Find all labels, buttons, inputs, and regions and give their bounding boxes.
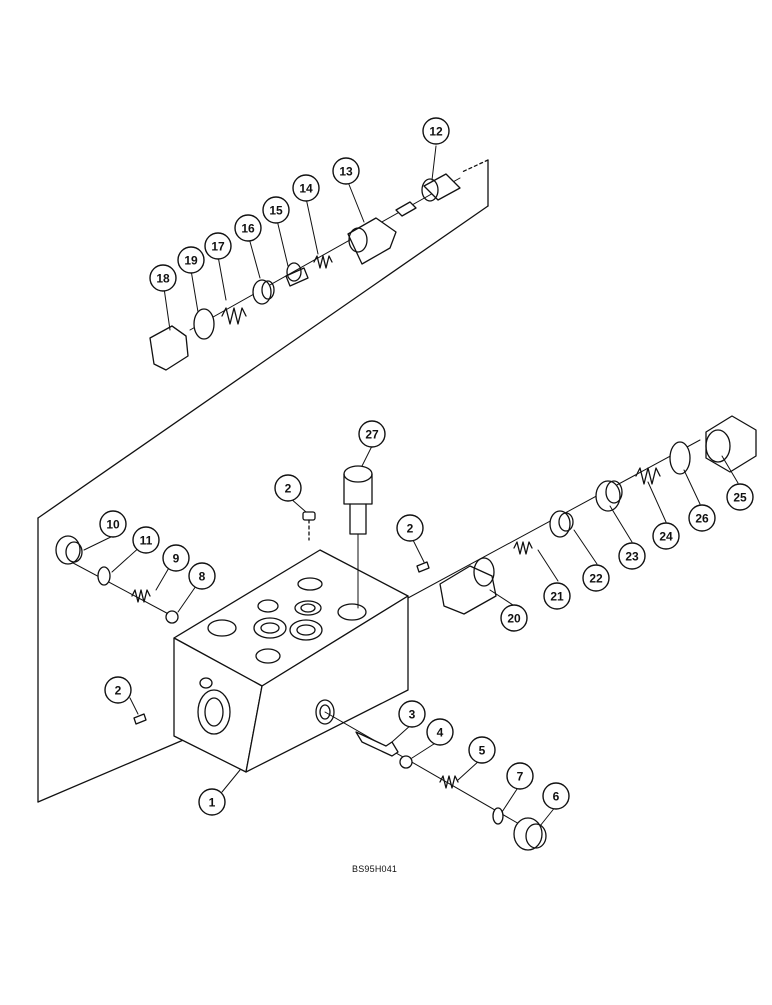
callout-circle — [422, 117, 450, 145]
callout-15: 15 — [262, 196, 290, 224]
callout-label: 20 — [507, 612, 521, 626]
callout-circle — [618, 542, 646, 570]
callout-label: 16 — [241, 222, 255, 236]
callout-5: 5 — [468, 736, 496, 764]
callout-circle — [132, 526, 160, 554]
valve-block — [173, 549, 409, 773]
callout-leaders — [83, 145, 739, 827]
callout-circle — [500, 604, 528, 632]
callout-circle — [332, 157, 360, 185]
callout-10: 10 — [99, 510, 127, 538]
callout-circle — [506, 762, 534, 790]
callout-20: 20 — [500, 604, 528, 632]
callout-11: 11 — [132, 526, 160, 554]
callout-circle — [688, 504, 716, 532]
callout-label: 25 — [733, 491, 747, 505]
callout-label: 23 — [625, 550, 639, 564]
callout-circle — [726, 483, 754, 511]
callout-label: 22 — [589, 572, 603, 586]
callout-circle — [396, 514, 424, 542]
callout-label: 1 — [209, 796, 216, 810]
callout-22: 22 — [582, 564, 610, 592]
callout-circle — [204, 232, 232, 260]
callout-17: 17 — [204, 232, 232, 260]
callout-circle — [198, 788, 226, 816]
left-assembly — [55, 535, 179, 624]
callout-label: 8 — [199, 570, 206, 584]
callout-label: 19 — [184, 254, 198, 268]
callout-circle — [358, 420, 386, 448]
callout-12: 12 — [422, 117, 450, 145]
callout-label: 4 — [437, 726, 444, 740]
callout-circle — [543, 582, 571, 610]
callout-14: 14 — [292, 174, 320, 202]
callout-circle — [104, 676, 132, 704]
callout-24: 24 — [652, 522, 680, 550]
right-assembly — [407, 415, 757, 615]
callout-circle — [652, 522, 680, 550]
callout-label: 9 — [173, 552, 180, 566]
callout-3: 3 — [398, 700, 426, 728]
callout-circle — [177, 246, 205, 274]
callout-9: 9 — [162, 544, 190, 572]
callout-label: 18 — [156, 272, 170, 286]
screws — [133, 465, 430, 725]
callout-label: 26 — [695, 512, 709, 526]
callout-circle — [149, 264, 177, 292]
panel-outline — [37, 159, 489, 803]
callout-circle — [262, 196, 290, 224]
callout-bubbles: 1222345678910111213141516171819202122232… — [99, 117, 754, 816]
callout-25: 25 — [726, 483, 754, 511]
callout-7: 7 — [506, 762, 534, 790]
callout-23: 23 — [618, 542, 646, 570]
callout-4: 4 — [426, 718, 454, 746]
callout-2c: 2 — [104, 676, 132, 704]
front-assembly — [324, 711, 547, 851]
callout-circle — [234, 214, 262, 242]
callout-label: 11 — [140, 534, 153, 548]
callout-circle — [292, 174, 320, 202]
callout-2b: 2 — [396, 514, 424, 542]
callout-2a: 2 — [274, 474, 302, 502]
callout-label: 14 — [299, 182, 313, 196]
callout-circle — [582, 564, 610, 592]
callout-label: 5 — [479, 744, 486, 758]
callout-circle — [468, 736, 496, 764]
callout-circle — [274, 474, 302, 502]
callout-circle — [99, 510, 127, 538]
callout-label: 6 — [553, 790, 560, 804]
callout-label: 10 — [106, 518, 120, 532]
callout-19: 19 — [177, 246, 205, 274]
upper-assembly — [149, 173, 461, 371]
callout-label: 27 — [365, 428, 379, 442]
callout-label: 13 — [339, 165, 353, 179]
callout-circle — [162, 544, 190, 572]
callout-16: 16 — [234, 214, 262, 242]
callout-label: 3 — [409, 708, 416, 722]
callout-8: 8 — [188, 562, 216, 590]
callout-circle — [398, 700, 426, 728]
callout-label: 21 — [550, 590, 564, 604]
callout-21: 21 — [543, 582, 571, 610]
drawing-code: BS95H041 — [352, 864, 398, 874]
callout-label: 17 — [211, 240, 225, 254]
callout-label: 24 — [659, 530, 673, 544]
callout-label: 12 — [429, 125, 443, 139]
callout-label: 7 — [517, 770, 524, 784]
callout-circle — [188, 562, 216, 590]
callout-18: 18 — [149, 264, 177, 292]
callout-1: 1 — [198, 788, 226, 816]
callout-circle — [426, 718, 454, 746]
callout-label: 2 — [407, 522, 414, 536]
callout-6: 6 — [542, 782, 570, 810]
callout-label: 15 — [269, 204, 283, 218]
callout-13: 13 — [332, 157, 360, 185]
callout-label: 2 — [285, 482, 292, 496]
callout-26: 26 — [688, 504, 716, 532]
callout-label: 2 — [115, 684, 122, 698]
callout-27: 27 — [358, 420, 386, 448]
callout-circle — [542, 782, 570, 810]
